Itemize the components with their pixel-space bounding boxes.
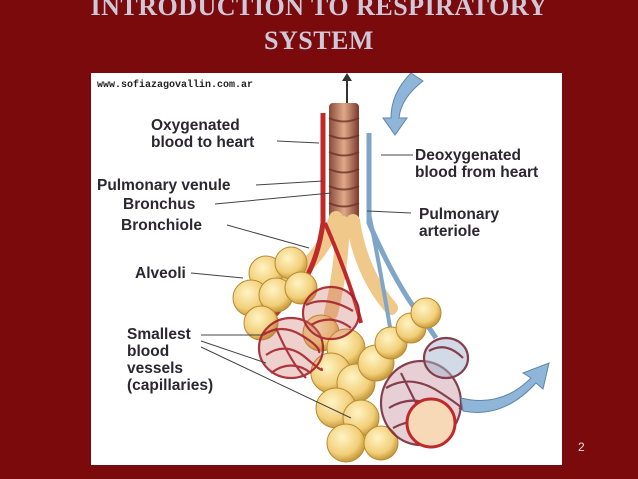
deoxygenated-arrow (382, 73, 424, 136)
slide-title-line-1: INTRODUCTION TO RESPIRATORY (90, 0, 548, 21)
slide-title: INTRODUCTION TO RESPIRATORY SYSTEM (0, 0, 638, 58)
slide-title-line-2: SYSTEM (264, 26, 374, 55)
alveoli-illustration (190, 73, 550, 463)
label-alveoli: Alveoli (135, 265, 186, 282)
label-capillaries: Smallest blood vessels (capillaries) (127, 326, 213, 394)
label-bronchiole: Bronchiole (121, 217, 202, 234)
label-leader-lines (190, 140, 413, 419)
label-deoxygenated-line-1: Deoxygenated (415, 147, 521, 164)
label-pulmonary-arteriole-line-1: Pulmonary (419, 206, 500, 223)
alveolus-cross-section (405, 397, 457, 449)
label-deoxygenated-line-2: blood from heart (415, 164, 539, 181)
label-capillaries-line-2: blood (127, 343, 170, 360)
capillary-network-left (257, 285, 361, 380)
label-pulmonary-venule: Pulmonary venule (97, 177, 231, 194)
label-capillaries-line-1: Smallest (127, 326, 191, 343)
bronchus-tube (329, 103, 359, 223)
label-oxygenated-line-2: blood to heart (151, 134, 255, 151)
label-pulmonary-arteriole-line-2: arteriole (419, 223, 481, 240)
label-deoxygenated: Deoxygenated blood from heart (415, 147, 538, 181)
label-pulmonary-arteriole: Pulmonary arteriole (419, 206, 499, 240)
label-bronchus: Bronchus (123, 196, 196, 213)
page-number: 2 (578, 440, 585, 454)
label-capillaries-line-3: vessels (127, 360, 184, 377)
respiratory-diagram: www.sofiazagovallin.com.ar Oxygenated bl… (91, 73, 562, 465)
watermark-url: www.sofiazagovallin.com.ar (97, 80, 254, 91)
label-oxygenated: Oxygenated blood to heart (151, 117, 254, 151)
oxygenated-flow-arrow (460, 362, 550, 413)
label-oxygenated-line-1: Oxygenated (151, 117, 240, 134)
label-capillaries-line-4: (capillaries) (127, 377, 214, 394)
